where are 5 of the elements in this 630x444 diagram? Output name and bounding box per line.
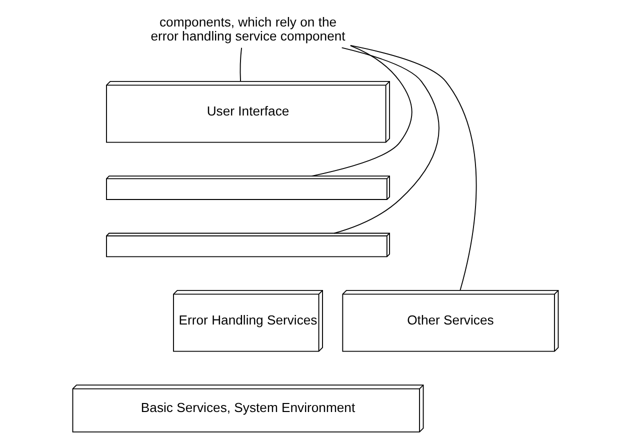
connector (239, 47, 242, 82)
node-text: components, which rely on the error handling service component (150, 14, 345, 44)
connector (333, 47, 439, 234)
connector (310, 45, 412, 176)
connector (349, 44, 476, 291)
